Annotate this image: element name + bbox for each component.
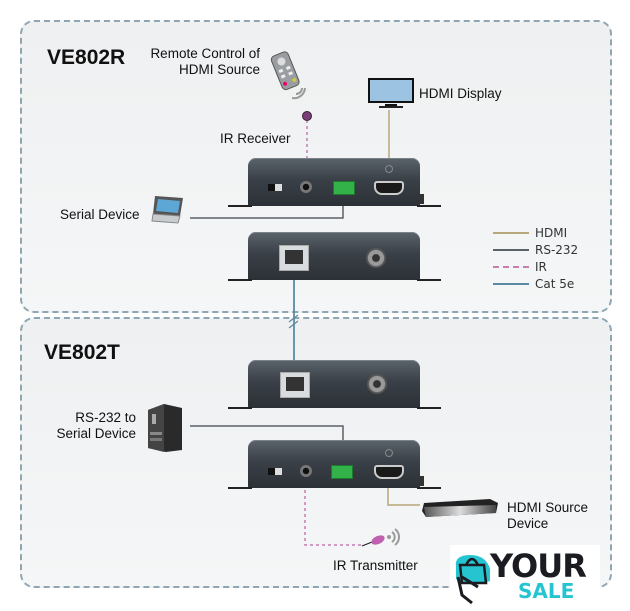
ve802t-rear-unit: [248, 360, 420, 408]
ve802r-rear-unit: [248, 232, 420, 280]
hdmi-source-label-line2: Device: [507, 516, 549, 531]
hdmi-source-device-label: HDMI Source Device: [507, 500, 588, 532]
power-port: [367, 374, 387, 394]
ir-transmitter-label: IR Transmitter: [333, 558, 418, 573]
legend-swatch-ir: [493, 266, 529, 268]
ir-port: [300, 465, 312, 477]
status-led: [385, 165, 393, 173]
ve802r-front-foot-left: [228, 205, 252, 207]
hdmi-display-icon: [368, 78, 414, 108]
ve802t-title: VE802T: [44, 341, 120, 364]
legend-swatch-hdmi: [493, 232, 529, 234]
ir-transmitter-cable: [304, 490, 362, 546]
legend-label: Cat 5e: [535, 277, 575, 291]
cable-break-mark-1: [288, 314, 299, 323]
ve802r-rear-foot-left: [228, 279, 252, 281]
mode-switch: [268, 468, 282, 475]
hdmi-out-port: [374, 181, 404, 195]
ir-port: [300, 181, 312, 193]
ve802t-front-foot-left: [228, 487, 252, 489]
status-led: [385, 449, 393, 457]
logo-text-your: YOUR: [490, 547, 587, 585]
serial-device-label: Serial Device: [60, 207, 140, 222]
ve802t-rear-foot-left: [228, 407, 252, 409]
legend-item-hdmi: HDMI: [493, 226, 567, 240]
mode-switch: [268, 184, 282, 191]
ve802r-front-foot-right: [417, 205, 441, 207]
legend-label: RS-232: [535, 243, 579, 257]
ve802r-rear-foot-right: [417, 279, 441, 281]
rj45-port: [279, 245, 309, 271]
ve802t-front-unit: [248, 440, 420, 488]
side-connector: [419, 476, 424, 486]
legend-label: IR: [535, 260, 547, 274]
hdmi-source-device-icon: [422, 499, 498, 517]
ir-receiver-icon: [302, 111, 312, 121]
side-connector: [419, 194, 424, 204]
yoursale-logo: YOUR SALE: [450, 545, 600, 605]
ir-receiver-label: IR Receiver: [220, 131, 291, 146]
legend-item-ir: IR: [493, 260, 547, 274]
ir-transmitter-icon: [361, 528, 400, 547]
shopping-hand-icon: [455, 555, 490, 605]
legend-item-cat5e: Cat 5e: [493, 277, 574, 291]
rs232-label-line1: RS-232 to: [75, 410, 136, 425]
ve802t-front-foot-right: [417, 487, 441, 489]
hdmi-source-label-line1: HDMI Source: [507, 500, 589, 515]
rs232-terminal: [331, 465, 353, 479]
rs232-tx-cable: [190, 425, 344, 445]
legend-label: HDMI: [535, 226, 568, 240]
hdmi-source-cable: [387, 487, 420, 506]
cable-break-mark-2: [288, 320, 299, 329]
remote-control-label-line1: Remote Control of: [150, 46, 260, 61]
hdmi-display-label: HDMI Display: [419, 86, 502, 101]
remote-control-icon: [270, 51, 306, 100]
legend-swatch-cat5e: [493, 283, 529, 285]
serial-device-icon: [151, 196, 183, 224]
logo-text-sale: SALE: [518, 579, 575, 603]
rs232-terminal: [333, 181, 355, 195]
remote-control-label-line2: HDMI Source: [178, 62, 260, 77]
pc-tower-icon: [148, 404, 182, 452]
legend-item-rs232: RS-232: [493, 243, 578, 257]
hdmi-in-port: [374, 465, 404, 479]
legend-swatch-rs232: [493, 249, 529, 251]
ve802r-title: VE802R: [47, 46, 126, 69]
rs232-serial-device-label: RS-232 to Serial Device: [40, 410, 136, 442]
ve802t-rear-foot-right: [417, 407, 441, 409]
power-port: [366, 248, 386, 268]
remote-control-label: Remote Control of HDMI Source: [140, 46, 260, 78]
rs232-label-line2: Serial Device: [56, 426, 136, 441]
rj45-port: [280, 372, 310, 398]
